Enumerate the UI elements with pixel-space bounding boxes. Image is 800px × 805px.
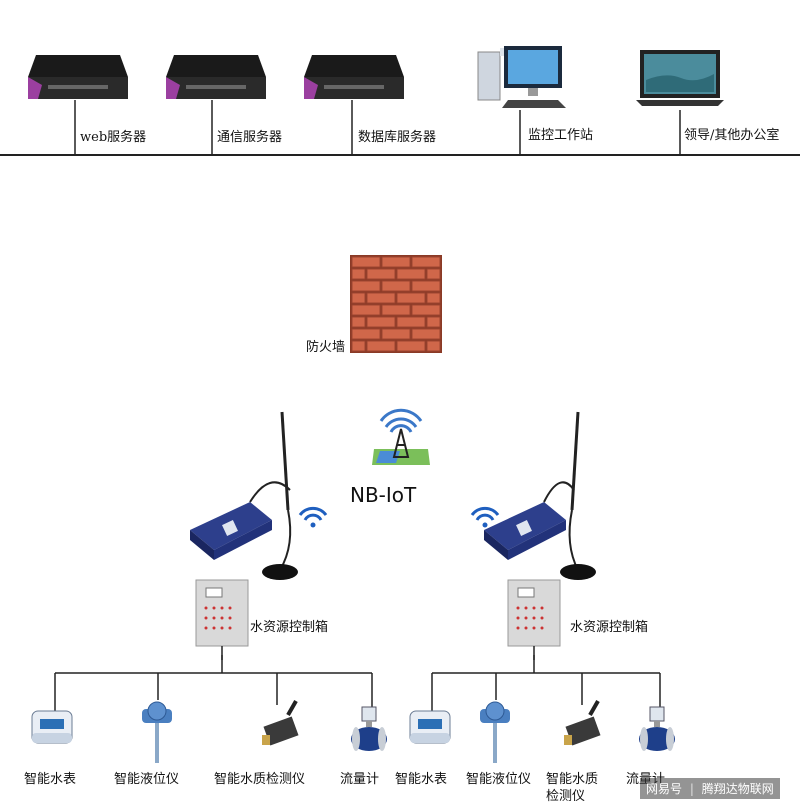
watermark-left: 网易号 (646, 782, 683, 796)
device-label: 智能水质 (546, 772, 599, 787)
watermark: 网易号 | 腾翔达物联网 (640, 778, 780, 799)
nb-iot-gateway-icon (484, 481, 575, 560)
brick-wall-icon (350, 255, 442, 353)
server-icon (304, 55, 404, 99)
water-meter-icon (31, 710, 73, 744)
firewall-label: 防火墙 (306, 340, 346, 355)
station-2-controller-label: 水资源控制箱 (570, 620, 649, 635)
signal-tower-icon (372, 408, 430, 465)
flow-meter-icon (639, 706, 675, 751)
water-control-cabinet-icon (507, 579, 561, 647)
water-meter-icon (409, 710, 451, 744)
level-gauge-icon (142, 701, 172, 763)
nb-iot-label: NB-IoT (350, 483, 417, 507)
station-2-hardware (470, 411, 596, 660)
device-label: 流量计 (340, 772, 380, 787)
device-bus (31, 655, 675, 763)
watermark-sep: | (689, 782, 694, 796)
desktop-computer-icon (477, 46, 566, 108)
device-label-line2: 检测仪 (546, 789, 586, 804)
device-label: 智能水质检测仪 (214, 772, 306, 787)
db-server-label: 数据库服务器 (358, 130, 437, 145)
device-label: 智能水表 (24, 772, 77, 787)
antenna-icon (262, 411, 298, 580)
water-quality-probe-icon (564, 700, 601, 746)
web-server-label: web服务器 (80, 130, 147, 145)
level-gauge-icon (480, 701, 510, 763)
laptop-icon (636, 50, 724, 106)
device-label: 智能液位仪 (466, 772, 532, 787)
antenna-icon (560, 411, 596, 580)
server-icon (166, 55, 266, 99)
workstation-label: 监控工作站 (528, 128, 594, 143)
flow-meter-icon (351, 706, 387, 751)
device-label: 智能水表 (395, 772, 448, 787)
watermark-right: 腾翔达物联网 (701, 782, 774, 796)
station-1-controller-label: 水资源控制箱 (250, 620, 329, 635)
wifi-signal-icon (298, 506, 328, 528)
top-network (0, 46, 800, 156)
station-1-hardware (190, 411, 328, 660)
water-control-cabinet-icon (195, 579, 249, 647)
server-icon (28, 55, 128, 99)
wifi-signal-icon (470, 506, 500, 528)
office-label: 领导/其他办公室 (684, 128, 780, 143)
nb-iot-gateway-icon (190, 481, 291, 560)
device-label: 智能液位仪 (114, 772, 180, 787)
water-quality-probe-icon (262, 700, 299, 746)
comm-server-label: 通信服务器 (217, 130, 283, 145)
